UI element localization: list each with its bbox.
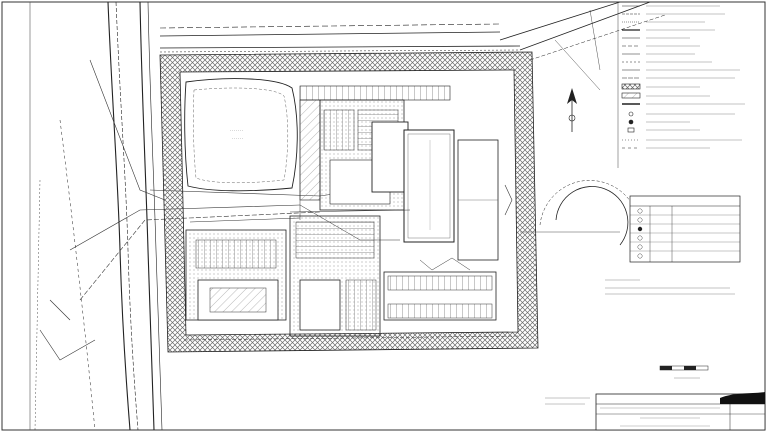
legend-text-lines [646,5,745,149]
scale-bar [659,365,709,379]
title-block [595,392,766,431]
main-building [299,85,455,243]
south-complex [185,215,497,337]
revision-notes [545,397,590,405]
north-road [159,23,521,53]
interior-drive-lines [183,100,521,341]
legend [617,2,745,168]
west-road-corridor [34,1,163,431]
site-boundary [159,51,539,353]
detention-basin: · · · · · · · · · · · · · [184,78,298,192]
north-arrow-icon [567,88,577,132]
svg-text:· · · · · · ·: · · · · · · · [230,129,243,133]
east-building [457,139,513,261]
northeast-road [499,1,666,91]
schedule-table [629,195,741,263]
svg-text:· · · · · ·: · · · · · · [232,137,243,141]
legend-symbols [621,5,641,149]
general-notes [605,279,735,295]
